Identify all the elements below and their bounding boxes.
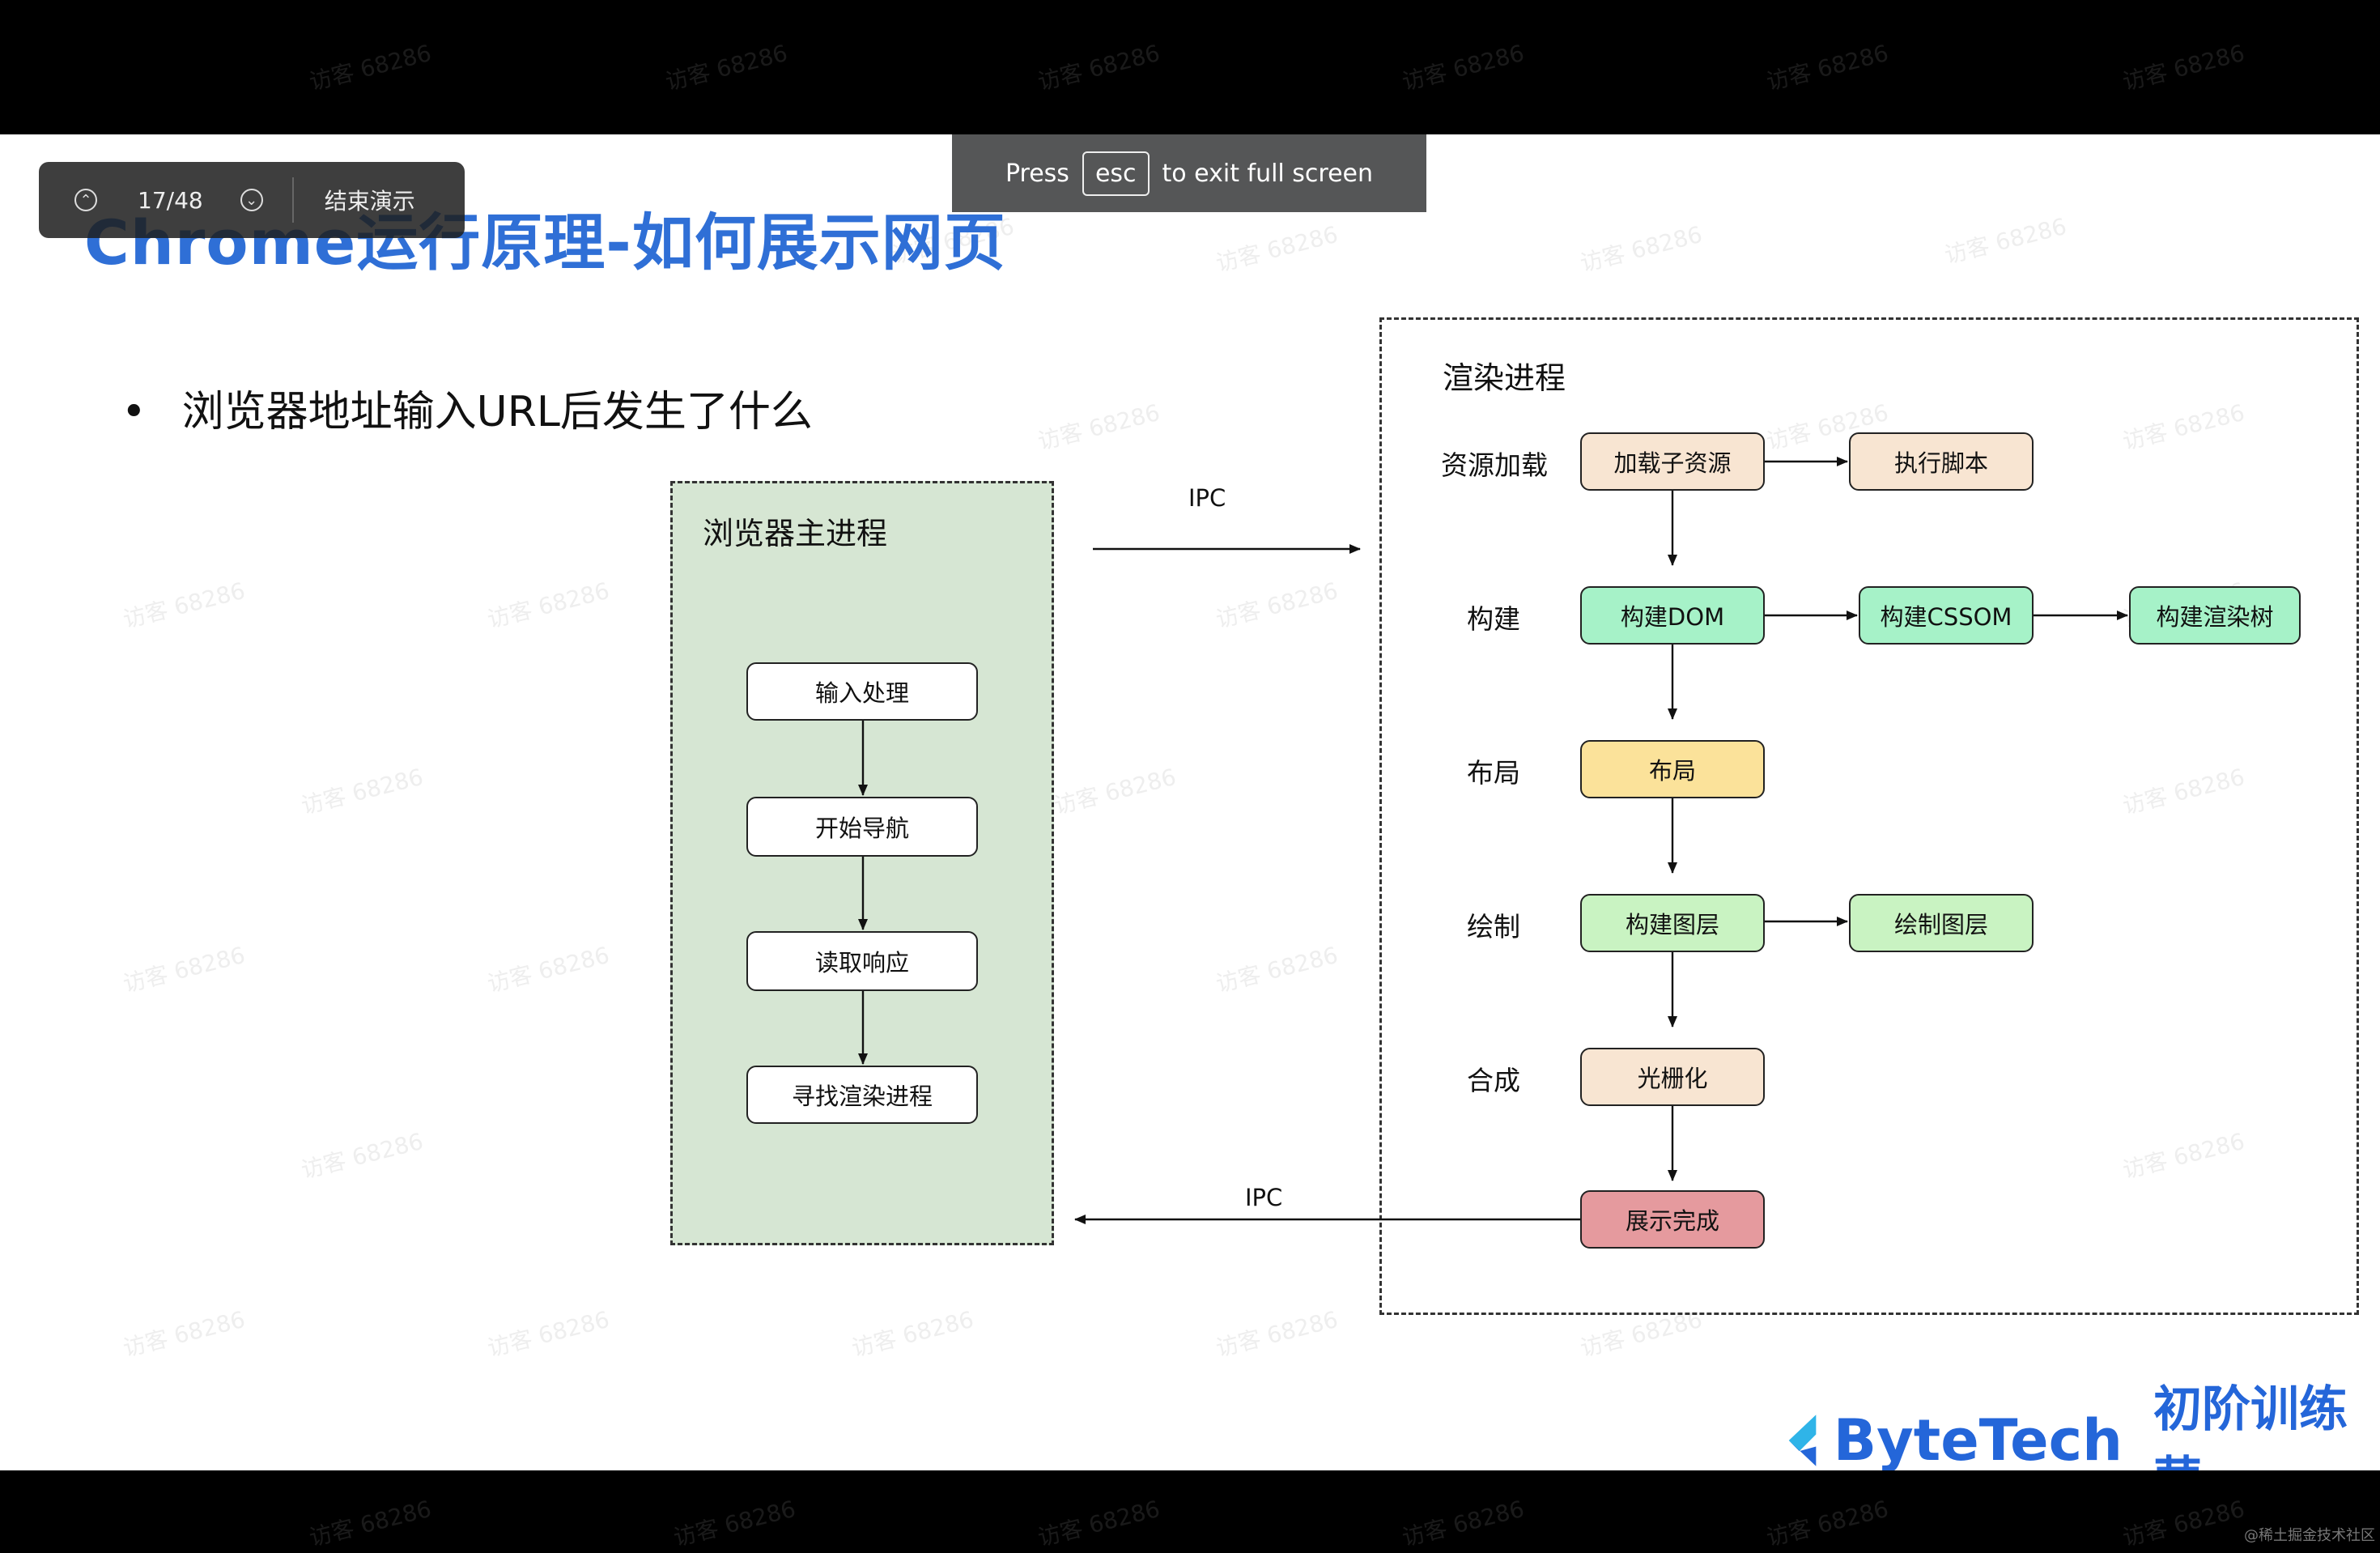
watermark: 访客 68286 — [1035, 1495, 1163, 1552]
watermark: 访客 68286 — [1763, 1495, 1892, 1552]
banner-rest-text: to exit full screen — [1162, 159, 1374, 188]
main-process-title: 浏览器主进程 — [703, 516, 888, 551]
watermark: 访客 68286 — [1399, 1495, 1528, 1552]
node-rasterize: 光栅化 — [1580, 1048, 1765, 1106]
bytetech-logo-icon — [1788, 1415, 1817, 1466]
node-build-layer: 构建图层 — [1580, 894, 1765, 952]
flow-connectors — [858, 457, 2128, 1224]
toolbar-divider — [291, 177, 294, 223]
watermark: 访客 68286 — [670, 1495, 799, 1552]
footer-credit: @稀土掘金技术社区 — [2244, 1527, 2375, 1544]
watermark: 访客 68286 — [1763, 39, 1892, 96]
presentation-slide: 访客 68286 访客 68286 访客 68286 访客 68286 访客 6… — [0, 134, 2380, 1470]
node-display-done: 展示完成 — [1580, 1190, 1765, 1249]
stage-label-resource: 资源加载 — [1441, 449, 1548, 481]
brand-subtitle: 初阶训练营 — [2153, 1381, 2348, 1470]
stage-label-layout: 布局 — [1467, 757, 1520, 789]
esc-key-badge: esc — [1082, 151, 1150, 196]
watermark: 访客 68286 — [306, 1495, 435, 1552]
step-read-response: 读取响应 — [746, 931, 978, 991]
stage-label-composite: 合成 — [1467, 1065, 1520, 1096]
bytetech-brand: ByteTech 初阶训练营 — [1786, 1370, 2380, 1470]
bullet-dot: • — [121, 388, 147, 436]
fullscreen-exit-banner: Press esc to exit full screen — [952, 134, 1426, 212]
bullet-point: • 浏览器地址输入URL后发生了什么 — [121, 377, 813, 438]
ipc-label-bottom: IPC — [1245, 1184, 1283, 1211]
step-start-navigation: 开始导航 — [746, 797, 978, 857]
node-build-cssom: 构建CSSOM — [1859, 586, 2034, 645]
watermark: 访客 68286 — [1399, 39, 1528, 96]
presentation-toolbar: ⌃ 17/48 ⌄ 结束演示 — [39, 162, 465, 238]
banner-press-text: Press — [1005, 159, 1069, 188]
watermark: 访客 68286 — [2119, 39, 2248, 96]
watermark: 访客 68286 — [2119, 1495, 2248, 1552]
watermark: 访客 68286 — [1035, 39, 1163, 96]
chevron-up-circle-icon[interactable]: ⌃ — [74, 189, 97, 211]
slide-counter: 17/48 — [138, 186, 203, 214]
chevron-down-circle-icon[interactable]: ⌄ — [240, 189, 263, 211]
stage-label-build: 构建 — [1467, 603, 1520, 635]
watermark: 访客 68286 — [662, 39, 791, 96]
ipc-label-top: IPC — [1188, 484, 1226, 512]
step-input-handling: 输入处理 — [746, 662, 978, 721]
render-process-panel — [1379, 317, 2359, 1315]
node-run-script: 执行脚本 — [1849, 432, 2034, 491]
bullet-text: 浏览器地址输入URL后发生了什么 — [181, 388, 813, 436]
render-process-title: 渲染进程 — [1443, 360, 1566, 396]
node-build-dom: 构建DOM — [1580, 586, 1765, 645]
brand-name: ByteTech — [1833, 1407, 2123, 1470]
watermark: 访客 68286 — [306, 39, 435, 96]
stage-label-paint: 绘制 — [1467, 911, 1520, 942]
node-paint-layer: 绘制图层 — [1849, 894, 2034, 952]
end-presentation-button[interactable]: 结束演示 — [324, 188, 415, 215]
node-layout: 布局 — [1580, 740, 1765, 798]
step-find-render-process: 寻找渲染进程 — [746, 1066, 978, 1124]
node-load-subresource: 加载子资源 — [1580, 432, 1765, 491]
node-build-render-tree: 构建渲染树 — [2129, 586, 2301, 645]
